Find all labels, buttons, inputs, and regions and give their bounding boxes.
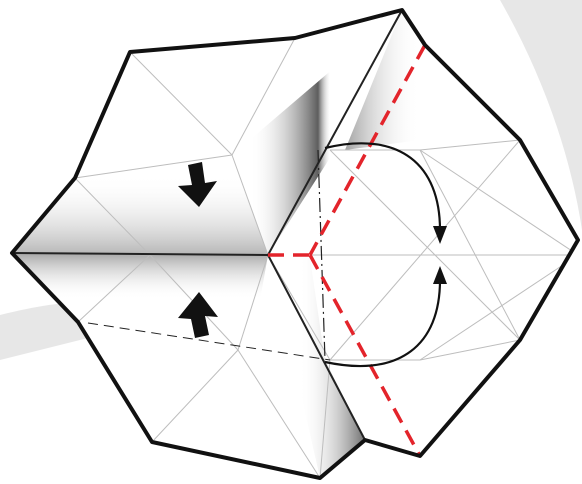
origami-diagram xyxy=(0,0,582,484)
diagram-canvas xyxy=(0,0,582,484)
